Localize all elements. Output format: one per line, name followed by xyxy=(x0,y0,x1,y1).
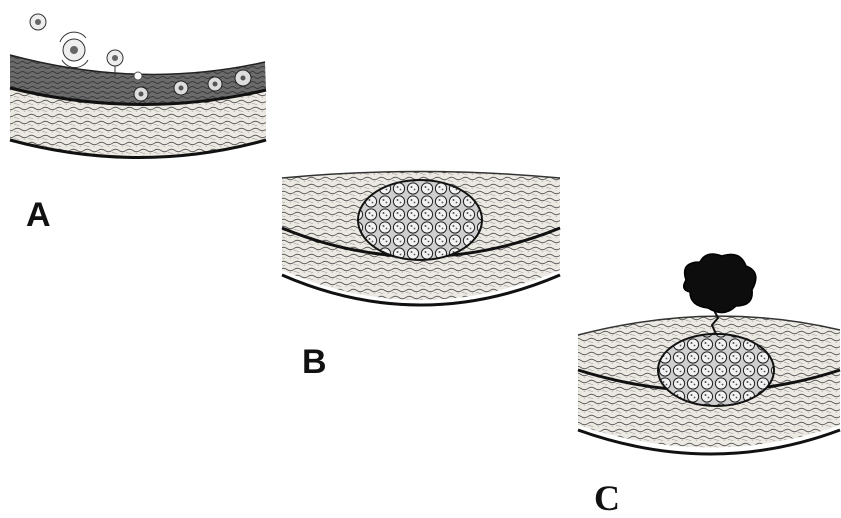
panel-label-c: C xyxy=(594,480,620,516)
panel-a-artery-wall xyxy=(10,14,266,158)
small-particle xyxy=(134,72,142,80)
panel-label-a: A xyxy=(26,198,51,232)
panel-b-foam-cell-core xyxy=(358,180,482,260)
thrombus xyxy=(684,254,756,313)
panel-c-artery-wall xyxy=(578,254,840,454)
panel-c-foam-cell-core xyxy=(658,334,774,406)
panel-label-b: B xyxy=(302,345,327,379)
monocyte-cell-migrating xyxy=(60,32,88,67)
panel-b-artery-wall xyxy=(282,172,560,306)
monocyte-cell xyxy=(30,14,46,30)
